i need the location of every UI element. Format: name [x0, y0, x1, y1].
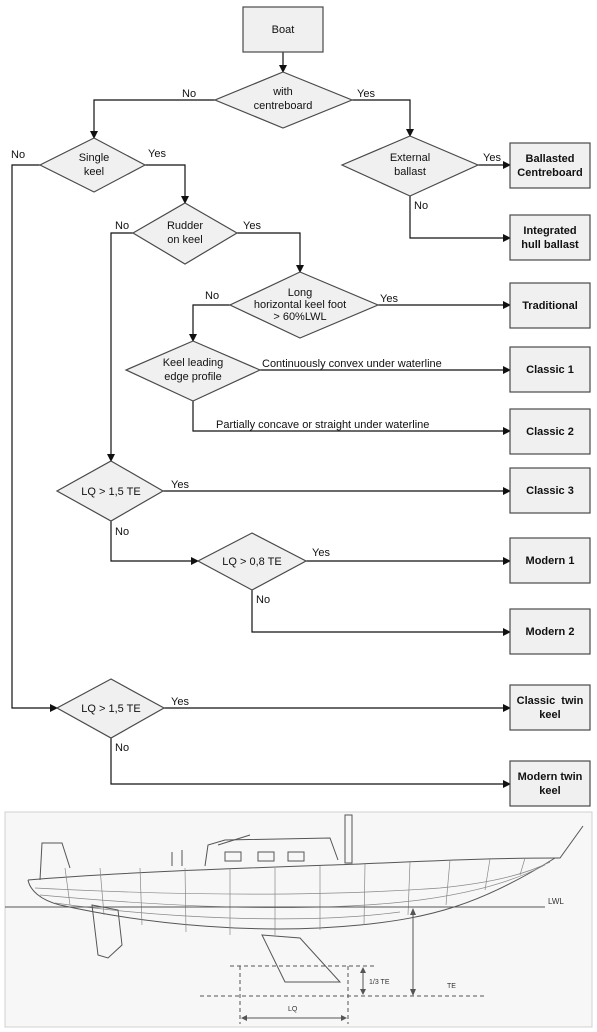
svg-text:edge profile: edge profile — [164, 371, 222, 383]
svg-text:Single: Single — [79, 152, 110, 164]
svg-text:Classic twin: Classic twin — [517, 695, 584, 707]
svg-text:keel: keel — [539, 709, 560, 721]
boat-start-node: Boat — [242, 6, 324, 53]
label-no-external: No — [414, 200, 428, 212]
label-continuously-convex: Continuously convex under waterline — [262, 358, 442, 370]
svg-text:Integrated: Integrated — [523, 225, 576, 237]
connectors — [11, 52, 511, 788]
svg-text:centreboard: centreboard — [254, 100, 313, 112]
outcome-modern-1: Modern 1 — [509, 537, 591, 584]
label-no-lq08: No — [256, 594, 270, 606]
decision-with-centreboard: with centreboard — [213, 71, 354, 129]
svg-text:External: External — [390, 152, 430, 164]
outcome-modern-2: Modern 2 — [509, 608, 591, 655]
label-yes-external: Yes — [483, 152, 501, 164]
svg-text:Centreboard: Centreboard — [517, 167, 582, 179]
decision-lq-1-5-te: LQ > 1,5 TE — [55, 460, 165, 522]
svg-text:on keel: on keel — [167, 234, 202, 246]
svg-text:horizontal keel foot: horizontal keel foot — [254, 299, 346, 311]
te-label: TE — [447, 983, 456, 990]
label-yes-single: Yes — [148, 148, 166, 160]
lwl-label: LWL — [548, 897, 564, 906]
label-partially-concave: Partially concave or straight under wate… — [216, 419, 429, 431]
svg-text:Modern twin: Modern twin — [518, 771, 583, 783]
label-yes-rudder: Yes — [243, 220, 261, 232]
svg-text:Modern 2: Modern 2 — [526, 626, 575, 638]
label-yes-twin: Yes — [171, 696, 189, 708]
decision-lq-0-8-te: LQ > 0,8 TE — [196, 532, 308, 591]
svg-text:LQ > 1,5 TE: LQ > 1,5 TE — [81, 703, 140, 715]
label-no-single: No — [11, 149, 25, 161]
svg-text:Modern 1: Modern 1 — [526, 555, 575, 567]
label-yes-long: Yes — [380, 293, 398, 305]
third-te-label: 1/3 TE — [369, 979, 390, 986]
svg-text:Classic 3: Classic 3 — [526, 485, 574, 497]
lq-label: LQ — [288, 1006, 298, 1013]
label-yes-centreboard: Yes — [357, 88, 375, 100]
svg-text:Classic 1: Classic 1 — [526, 364, 574, 376]
svg-text:LQ > 1,5 TE: LQ > 1,5 TE — [81, 486, 140, 498]
label-yes-lq15: Yes — [171, 479, 189, 491]
outcome-ballasted-centreboard: Ballasted Centreboard — [509, 142, 591, 189]
svg-text:keel: keel — [539, 785, 560, 797]
decision-external-ballast: External ballast — [340, 135, 480, 197]
svg-text:Classic 2: Classic 2 — [526, 426, 574, 438]
outcome-integrated-hull-ballast: Integrated hull ballast — [509, 214, 591, 261]
outcome-traditional: Traditional — [509, 282, 591, 329]
decision-lq-1-5-te-twin: LQ > 1,5 TE — [55, 678, 166, 739]
outcome-classic-twin-keel: Classic twin keel — [509, 684, 591, 731]
svg-text:Long: Long — [288, 287, 312, 299]
outcome-classic-3: Classic 3 — [509, 467, 591, 514]
outcome-modern-twin-keel: Modern twin keel — [509, 760, 591, 807]
svg-text:Keel leading: Keel leading — [163, 357, 224, 369]
svg-text:Ballasted: Ballasted — [526, 153, 575, 165]
branch-labels: No Yes Yes No No Yes No Yes No Yes Conti… — [11, 88, 501, 754]
boat-hull-sketch: LWL TE 1/3 TE LQ — [4, 811, 593, 1028]
outcome-classic-1: Classic 1 — [509, 346, 591, 393]
decision-keel-leading-edge: Keel leading edge profile — [124, 340, 262, 402]
decision-rudder-on-keel: Rudder on keel — [131, 202, 239, 265]
label-yes-lq08: Yes — [312, 547, 330, 559]
svg-text:Rudder: Rudder — [167, 220, 203, 232]
svg-text:keel: keel — [84, 166, 104, 178]
label-no-centreboard: No — [182, 88, 196, 100]
label-no-rudder: No — [115, 220, 129, 232]
svg-text:LQ > 0,8 TE: LQ > 0,8 TE — [222, 556, 281, 568]
label-no-twin: No — [115, 742, 129, 754]
svg-text:ballast: ballast — [394, 166, 426, 178]
outcome-classic-2: Classic 2 — [509, 408, 591, 455]
boat-label: Boat — [272, 24, 295, 36]
svg-text:with: with — [272, 86, 293, 98]
label-no-lq15: No — [115, 526, 129, 538]
decision-long-keel-foot: Long horizontal keel foot > 60%LWL — [228, 271, 380, 339]
label-no-long: No — [205, 290, 219, 302]
svg-text:hull ballast: hull ballast — [521, 239, 579, 251]
svg-text:Traditional: Traditional — [522, 300, 578, 312]
decision-single-keel: Single keel — [38, 137, 147, 193]
svg-text:> 60%LWL: > 60%LWL — [273, 311, 326, 323]
